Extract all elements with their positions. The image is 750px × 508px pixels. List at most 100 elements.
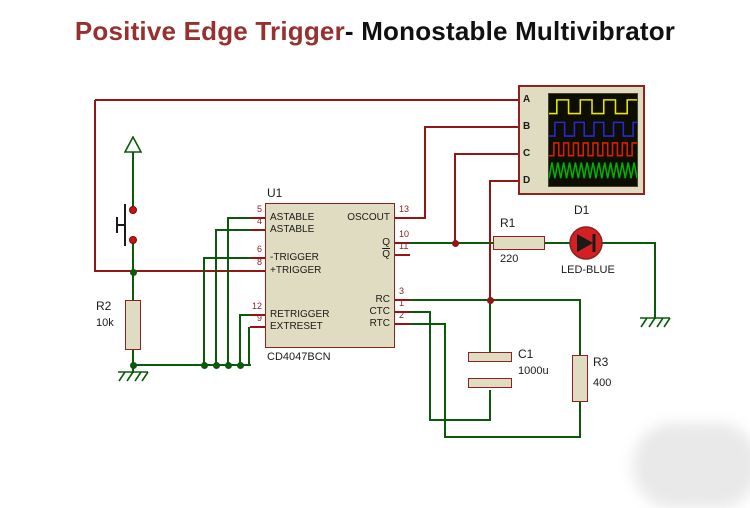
button-terminal-bottom: [129, 236, 137, 244]
page-title: Positive Edge Trigger- Monostable Multiv…: [0, 16, 750, 47]
junction-dot: [487, 297, 494, 304]
c1-ref: C1: [518, 347, 534, 361]
button-terminal-top: [129, 206, 137, 214]
wire: [395, 323, 410, 325]
led-cathode-bar: [592, 234, 596, 252]
wire: [429, 419, 491, 421]
junction-dot: [130, 362, 137, 369]
r2-value: 10k: [96, 317, 114, 329]
scope-channel-c-label: C: [523, 148, 531, 159]
pin-label-rtc: RTC: [369, 318, 390, 329]
r3-value: 400: [593, 377, 612, 389]
wire: [215, 230, 217, 366]
wire: [444, 436, 581, 438]
title-rest: - Monostable Multivibrator: [344, 16, 676, 46]
pin-number-11: 11: [399, 241, 409, 251]
junction-dot: [201, 362, 208, 369]
r1-value: 220: [500, 253, 519, 265]
wire: [215, 229, 250, 231]
r1-ref: R1: [500, 216, 516, 230]
r3-ref: R3: [593, 355, 609, 369]
pin-number-9: 9: [256, 313, 262, 323]
pin-label-q-bar: Q: [382, 249, 390, 260]
wire: [489, 300, 491, 353]
resistor-r2[interactable]: [125, 300, 141, 350]
junction-dot: [237, 362, 244, 369]
wire: [250, 326, 265, 328]
vcc-arrow-icon[interactable]: [124, 136, 142, 154]
wire: [227, 217, 250, 219]
wire: [395, 217, 426, 219]
ic-body-u1[interactable]: [265, 203, 395, 348]
push-button[interactable]: [110, 198, 144, 250]
wire: [489, 390, 491, 421]
wire: [410, 299, 581, 301]
pin-number-3: 3: [399, 286, 405, 296]
wire: [248, 327, 250, 366]
wire: [429, 312, 431, 421]
ic-ref: U1: [267, 186, 283, 200]
waveform-channel-b: [549, 121, 637, 137]
capacitor-c1-plate-bottom[interactable]: [468, 378, 512, 388]
wire: [395, 242, 410, 244]
resistor-r1[interactable]: [493, 236, 545, 250]
resistor-r3[interactable]: [572, 355, 588, 402]
wire: [239, 314, 250, 316]
wire: [132, 364, 251, 366]
ground-shape: [640, 317, 671, 328]
pin-number-12: 12: [251, 301, 262, 311]
pin-label-pos-trigger: +TRIGGER: [270, 265, 322, 276]
pin-number-1: 1: [399, 298, 405, 308]
junction-dot: [225, 362, 232, 369]
capacitor-c1-plate-top[interactable]: [468, 352, 512, 362]
wire: [250, 314, 265, 316]
junction-dot: [452, 240, 459, 247]
wire: [227, 218, 229, 366]
pin-number-13: 13: [399, 204, 410, 214]
wire: [579, 402, 581, 438]
d1-value: LED-BLUE: [561, 264, 615, 276]
scope-channel-d-label: D: [523, 175, 531, 186]
watermark-blob: [633, 423, 750, 508]
ground-icon-left[interactable]: [117, 371, 149, 383]
title-accent: Positive Edge Trigger: [74, 16, 345, 46]
pin-label-astable-2: ASTABLE: [270, 224, 315, 235]
wire: [239, 315, 241, 366]
wire: [454, 153, 519, 155]
wire: [602, 242, 656, 244]
scope-screen: [548, 93, 638, 187]
wire: [454, 154, 456, 244]
pin-number-8: 8: [256, 257, 262, 267]
wire: [410, 323, 446, 325]
pin-label-retrigger: RETRIGGER: [270, 309, 330, 320]
wire: [250, 217, 265, 219]
scope-waveforms: [549, 99, 637, 179]
ground-icon-right[interactable]: [639, 317, 671, 329]
wire: [444, 324, 446, 438]
wire: [250, 257, 265, 259]
scope-channel-b-label: B: [523, 121, 531, 132]
scope-channel-a-label: A: [523, 94, 531, 105]
pin-label-oscout: OSCOUT: [347, 212, 390, 223]
wire: [410, 311, 431, 313]
waveform-channel-d: [549, 162, 637, 179]
wire: [95, 99, 519, 101]
wire: [545, 242, 571, 244]
wire: [654, 243, 656, 319]
pin-label-neg-trigger: -TRIGGER: [270, 252, 319, 263]
pin-number-5: 5: [256, 204, 262, 214]
d1-ref: D1: [574, 203, 590, 217]
pin-label-ctc: CTC: [369, 306, 390, 317]
pin-number-2: 2: [399, 310, 405, 320]
pin-label-extreset: EXTRESET: [270, 321, 323, 332]
pin-label-rc: RC: [375, 294, 390, 305]
led-d1[interactable]: [566, 223, 606, 263]
ground-shape: [118, 371, 149, 382]
wire: [94, 100, 96, 272]
led-anode-triangle: [577, 234, 593, 252]
wire: [395, 311, 410, 313]
wire: [395, 299, 410, 301]
vcc-arrow-shape: [124, 136, 142, 153]
ic-part-number: CD4047BCN: [267, 351, 331, 363]
